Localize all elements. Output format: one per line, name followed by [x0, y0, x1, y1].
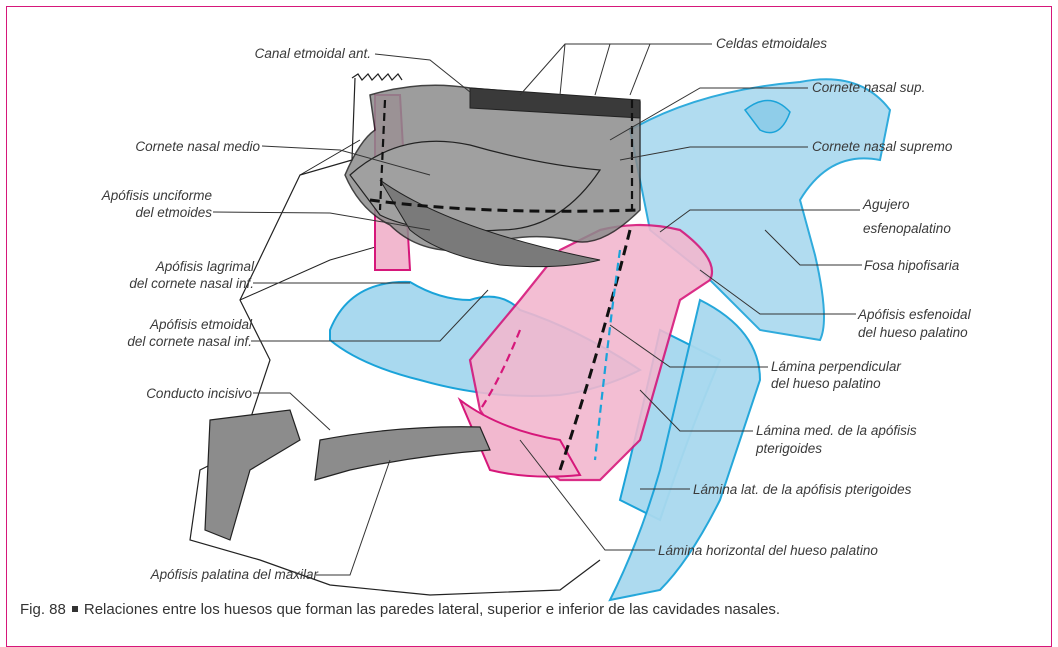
label-lamina-horizontal: Lámina horizontal del hueso palatino [658, 542, 878, 559]
label-apofisis-esfenoidal-2: del hueso palatino [858, 324, 968, 341]
label-lamina-perpendicular-2: del hueso palatino [771, 375, 881, 392]
caption-separator [72, 606, 78, 612]
label-agujero-1: Agujero [863, 196, 910, 213]
label-apofisis-palatina: Apófisis palatina del maxilar [151, 566, 318, 583]
leader-celdas [520, 44, 712, 95]
label-lamina-lat: Lámina lat. de la apófisis pterigoides [693, 481, 911, 498]
label-agujero-2: esfenopalatino [863, 220, 951, 237]
label-lamina-med-2: pterigoides [756, 440, 822, 457]
leader-palatina [316, 460, 390, 575]
label-cornete-nasal-medio: Cornete nasal medio [135, 138, 260, 155]
palatine-process-maxilla [205, 410, 300, 540]
label-conducto-incisivo: Conducto incisivo [146, 385, 252, 402]
label-lamina-perpendicular-1: Lámina perpendicular [771, 358, 901, 375]
caption-text: Relaciones entre los huesos que forman l… [84, 601, 780, 618]
label-apofisis-unciforme-2: del etmoides [135, 204, 212, 221]
label-cornete-nasal-sup: Cornete nasal sup. [812, 79, 925, 96]
maxilla-palatine-shelf [315, 427, 490, 480]
zigzag-edge [352, 74, 402, 80]
label-canal-etmoidal-ant: Canal etmoidal ant. [255, 45, 371, 62]
label-apofisis-esfenoidal-1: Apófisis esfenoidal [858, 306, 971, 323]
label-apofisis-lagrimal-2: del cornete nasal inf. [129, 275, 254, 292]
figure-number: Fig. 88 [20, 601, 66, 618]
label-apofisis-etmoidal-2: del cornete nasal inf. [127, 333, 252, 350]
label-lamina-med-1: Lámina med. de la apófisis [756, 422, 917, 439]
label-apofisis-unciforme-1: Apófisis unciforme [102, 187, 212, 204]
label-apofisis-lagrimal-1: Apófisis lagrimal [156, 258, 254, 275]
label-apofisis-etmoidal-1: Apófisis etmoidal [150, 316, 252, 333]
figure-caption: Fig. 88 Relaciones entre los huesos que f… [20, 601, 780, 618]
label-celdas-etmoidales: Celdas etmoidales [716, 35, 827, 52]
label-cornete-nasal-supremo: Cornete nasal supremo [812, 138, 952, 155]
label-fosa-hipofisaria: Fosa hipofisaria [864, 257, 959, 274]
